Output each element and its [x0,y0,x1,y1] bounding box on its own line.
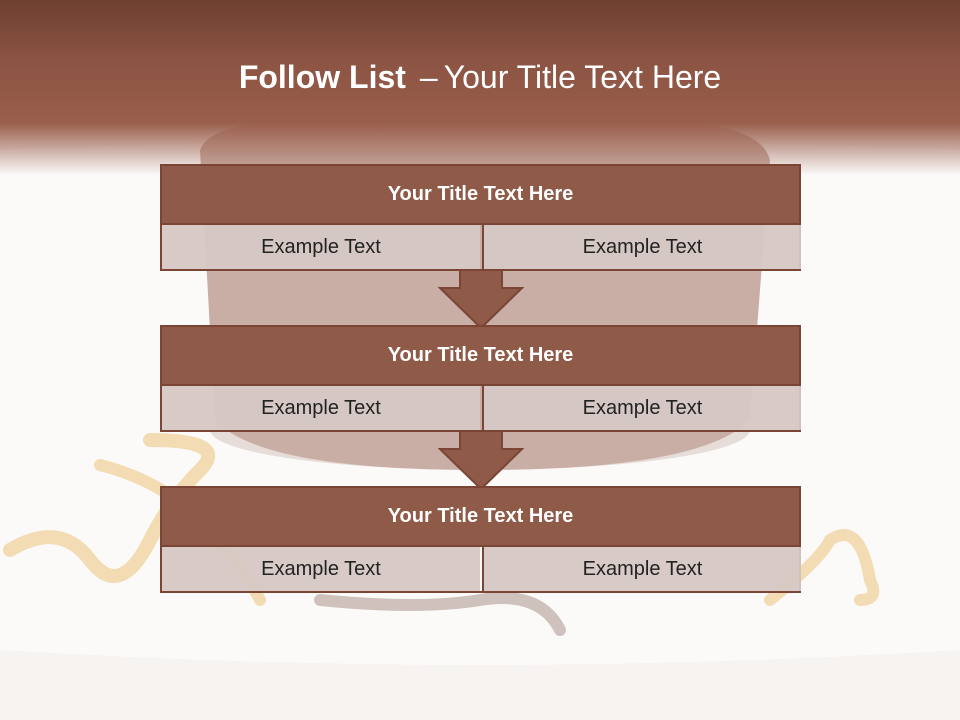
step-title: Your Title Text Here [162,166,799,225]
step-title: Your Title Text Here [162,488,799,547]
step-box-3: Your Title Text Here Example Text Exampl… [160,486,801,593]
step-box-1: Your Title Text Here Example Text Exampl… [160,164,801,271]
step-cell-right: Example Text [482,225,801,269]
step-title: Your Title Text Here [162,327,799,386]
step-cell-right: Example Text [482,547,801,591]
slide-title-rest: Your Title Text Here [443,59,722,95]
slide-title-separator: – [419,59,438,95]
step-cell-left: Example Text [162,547,480,591]
step-cell-right: Example Text [482,386,801,430]
down-arrow-icon [438,431,524,491]
header-band [0,0,960,175]
step-cell-left: Example Text [162,225,480,269]
step-cell-left: Example Text [162,386,480,430]
down-arrow-icon [438,270,524,330]
slide-title-bold: Follow List [238,59,406,95]
slide-title: Follow List–Your Title Text Here [0,52,960,102]
step-box-2: Your Title Text Here Example Text Exampl… [160,325,801,432]
